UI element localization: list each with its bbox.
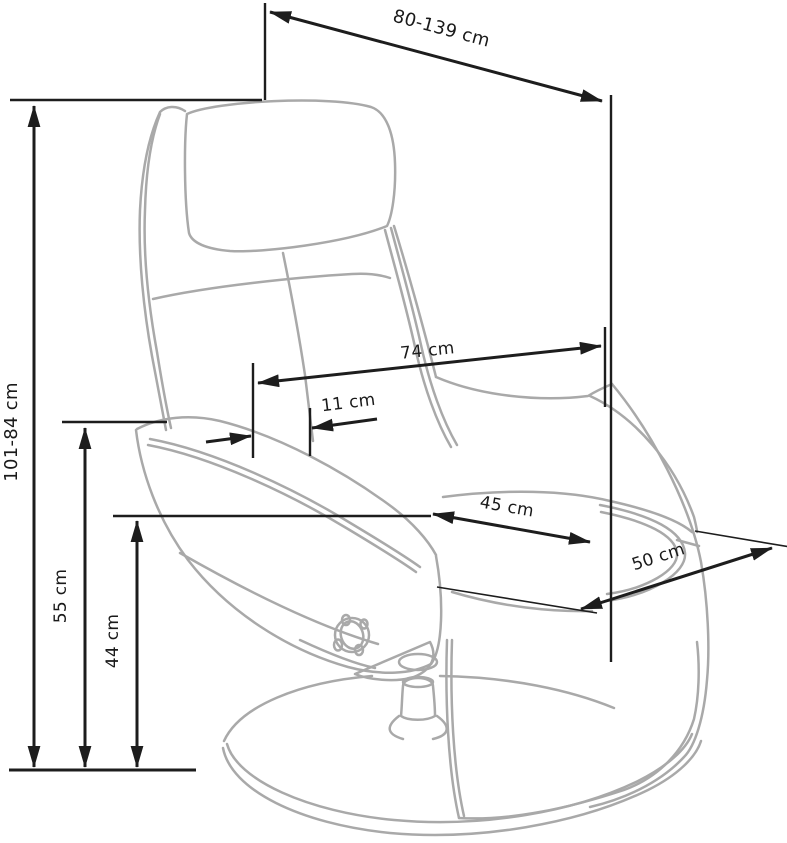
dimension-label: 45 cm xyxy=(478,493,535,522)
dimension-seat-width: 45 cm xyxy=(113,493,591,545)
armrest xyxy=(134,416,443,674)
dimension-label: 80-139 cm xyxy=(391,6,493,52)
dimension-label: 101-84 cm xyxy=(1,382,22,482)
pedestal xyxy=(388,652,448,741)
dimension-label: 74 cm xyxy=(399,338,455,364)
dimension-label: 55 cm xyxy=(51,569,71,623)
dimension-armrest-height: 55 cm xyxy=(51,420,167,768)
seat-shell xyxy=(445,382,710,820)
dimension-total-height: 101-84 cm xyxy=(1,98,262,768)
adjustment-knob xyxy=(332,613,371,657)
dimension-label: 11 cm xyxy=(320,390,376,416)
recliner-line-art xyxy=(134,99,710,837)
recline-mechanism xyxy=(178,551,435,682)
dimension-seat-height: 44 cm xyxy=(103,520,144,768)
dimension-label: 44 cm xyxy=(103,614,123,668)
dimension-total-width: 74 cm xyxy=(251,327,607,458)
